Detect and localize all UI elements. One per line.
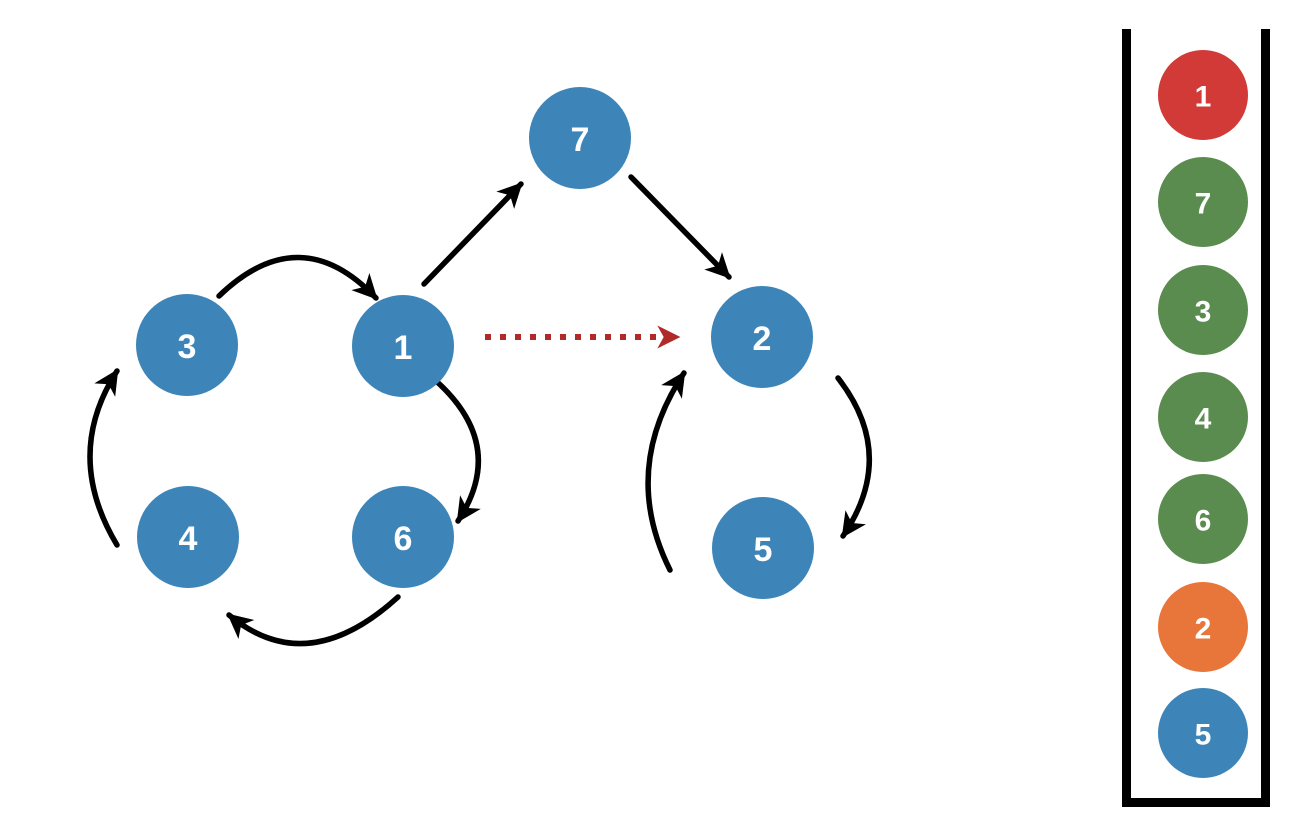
graph-node-7-label: 7 (571, 121, 590, 159)
stack-item-6-circle[interactable] (1158, 688, 1248, 778)
graph-node-6-label: 6 (394, 520, 413, 558)
stack-item-1-circle[interactable] (1158, 157, 1248, 247)
graph-node-6-circle[interactable] (352, 486, 454, 588)
edge-5-to-2 (645, 370, 687, 573)
stack-item-6-label: 5 (1195, 719, 1212, 752)
stack-item-1[interactable]: 7 (1158, 157, 1248, 247)
graph-node-3-label: 3 (178, 328, 197, 366)
stack-item-3-circle[interactable] (1158, 372, 1248, 462)
edge-2-to-5 (835, 375, 872, 539)
stack-item-2-circle[interactable] (1158, 265, 1248, 355)
edge-3-to-1 (216, 254, 379, 301)
graph-node-2[interactable]: 2 (711, 286, 813, 388)
stack-container-left-wall (1122, 29, 1131, 807)
stack-item-1-label: 7 (1195, 188, 1212, 221)
edge-1-to-7 (421, 181, 524, 287)
stack-container-right-wall (1261, 29, 1270, 807)
stack-item-0-label: 1 (1195, 81, 1212, 114)
stack-container-bottom-wall (1122, 798, 1270, 807)
stack-item-0-circle[interactable] (1158, 50, 1248, 140)
graph-node-3-circle[interactable] (136, 294, 238, 396)
graph-node-1[interactable]: 1 (352, 295, 454, 397)
stack-item-0[interactable]: 1 (1158, 50, 1248, 140)
edges-layer (87, 174, 872, 647)
stack-item-2[interactable]: 3 (1158, 265, 1248, 355)
graph-node-5[interactable]: 5 (712, 497, 814, 599)
graph-node-5-label: 5 (754, 531, 773, 569)
stack-item-4[interactable]: 6 (1158, 474, 1248, 564)
nodes-layer: 7 3 1 2 4 6 (136, 87, 814, 599)
stack-item-5[interactable]: 2 (1158, 582, 1248, 672)
stack-item-4-circle[interactable] (1158, 474, 1248, 564)
graph-node-1-circle[interactable] (352, 295, 454, 397)
stack-item-4-label: 6 (1195, 505, 1212, 538)
graph-node-7-circle[interactable] (529, 87, 631, 189)
graph-node-4-circle[interactable] (137, 486, 239, 588)
graph-node-4-label: 4 (179, 520, 198, 558)
graph-node-4[interactable]: 4 (137, 486, 239, 588)
stack-item-6[interactable]: 5 (1158, 688, 1248, 778)
graph-node-1-label: 1 (394, 329, 413, 367)
graph-node-7[interactable]: 7 (529, 87, 631, 189)
graph-node-6[interactable]: 6 (352, 486, 454, 588)
edge-7-to-2 (628, 174, 732, 280)
edge-6-to-4 (226, 594, 401, 647)
stack-item-5-circle[interactable] (1158, 582, 1248, 672)
graph-node-3[interactable]: 3 (136, 294, 238, 396)
graph-node-2-label: 2 (753, 320, 772, 358)
stack-item-3[interactable]: 4 (1158, 372, 1248, 462)
stack-item-2-label: 3 (1195, 296, 1212, 329)
stack-items-layer: 1 7 3 4 6 2 (1158, 50, 1248, 778)
edge-1-to-6 (432, 377, 482, 524)
edge-4-to-3 (87, 368, 120, 548)
stack-item-3-label: 4 (1195, 403, 1212, 436)
graph-node-5-circle[interactable] (712, 497, 814, 599)
stack-container (1122, 29, 1270, 807)
stack-item-5-label: 2 (1195, 613, 1212, 646)
graph-node-2-circle[interactable] (711, 286, 813, 388)
